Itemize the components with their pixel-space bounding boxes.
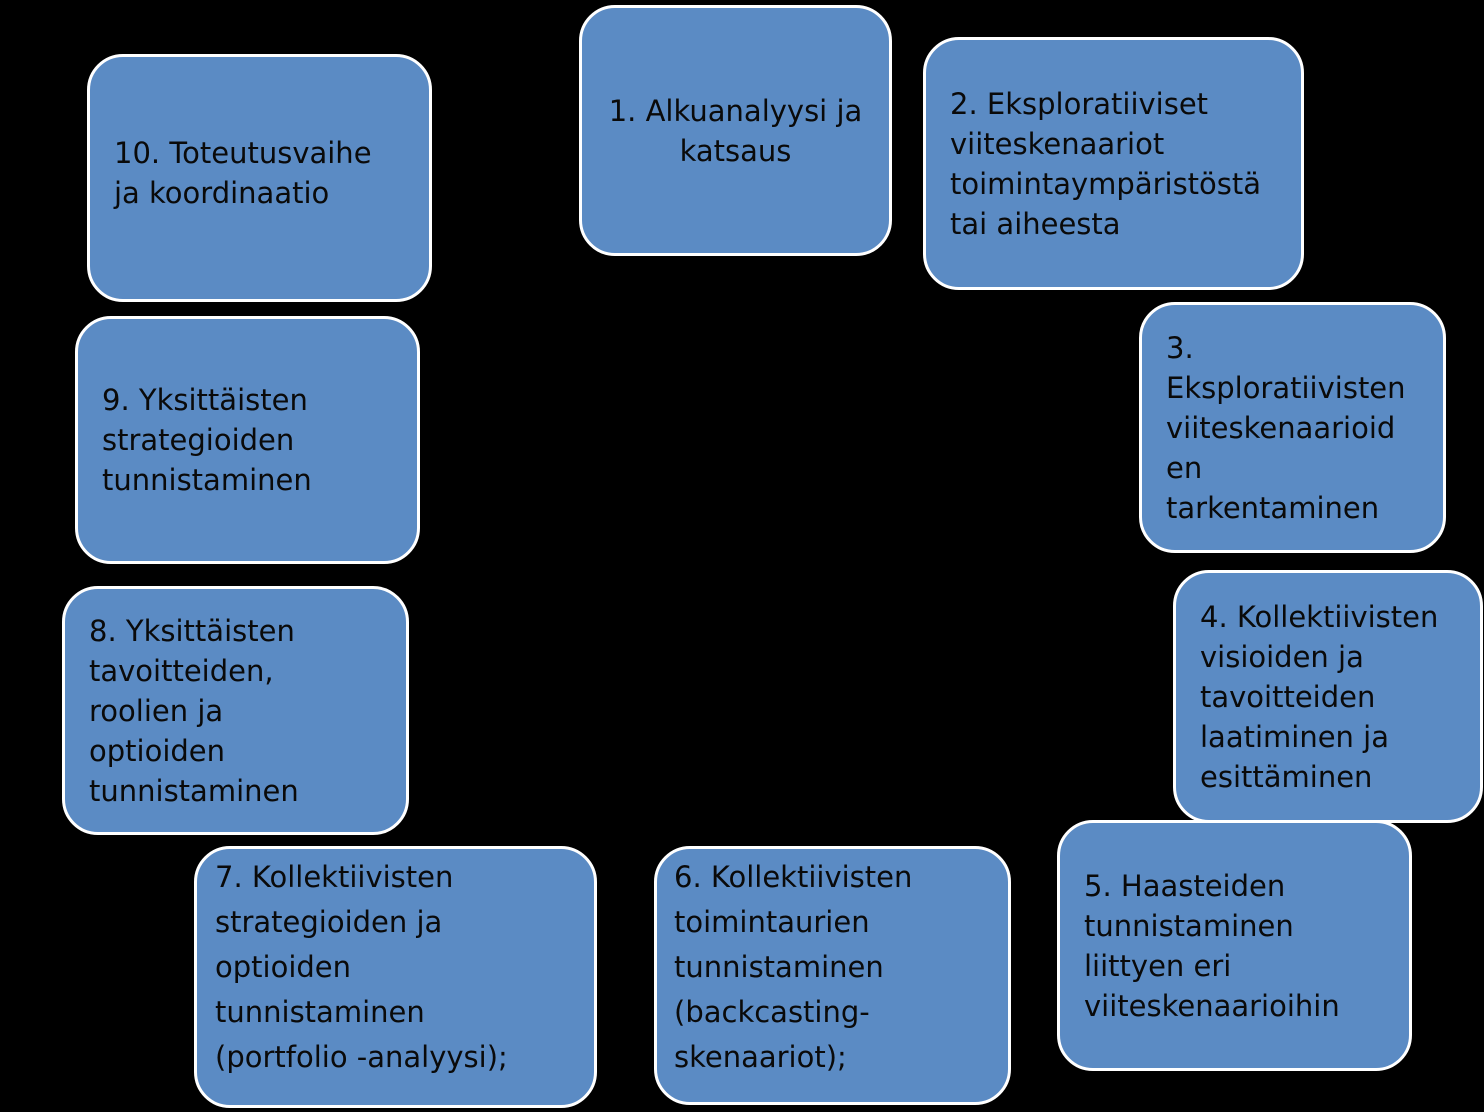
step-10-text: 10. Toteutusvaihe ja koordinaatio — [114, 133, 417, 213]
step-5-line-4: viiteskenaarioihin — [1084, 988, 1340, 1023]
step-5-line-3: liittyen eri — [1084, 948, 1232, 983]
step-8-line-3: roolien ja — [89, 693, 224, 728]
step-1-box: 1. Alkuanalyysi ja katsaus — [579, 5, 892, 256]
step-8-line-5: tunnistaminen — [89, 773, 299, 808]
step-5-line-1: 5. Haasteiden — [1084, 868, 1286, 903]
step-3-line-3: viiteskenaarioid — [1166, 410, 1396, 445]
step-2-line-4: tai aiheesta — [950, 206, 1121, 241]
step-6-line-4: (backcasting- — [674, 995, 870, 1029]
step-8-line-4: optioiden — [89, 733, 226, 768]
step-8-box: 8. Yksittäisten tavoitteiden, roolien ja… — [62, 586, 409, 835]
step-4-line-3: tavoitteiden — [1200, 679, 1376, 714]
step-2-line-2: viiteskenaariot — [950, 126, 1165, 161]
step-4-line-2: visioiden ja — [1200, 639, 1364, 674]
step-5-line-2: tunnistaminen — [1084, 908, 1294, 943]
step-6-line-1: 6. Kollektiivisten — [674, 860, 913, 894]
step-7-line-1: 7. Kollektiivisten — [215, 860, 454, 894]
step-6-box: 6. Kollektiivisten toimintaurien tunnist… — [654, 846, 1011, 1105]
step-3-box: 3. Eksploratiivisten viiteskenaarioid en… — [1139, 302, 1446, 553]
step-3-line-1: 3. — [1166, 330, 1194, 365]
step-7-line-4: tunnistaminen — [215, 995, 425, 1029]
step-9-box: 9. Yksittäisten strategioiden tunnistami… — [75, 316, 420, 564]
step-4-line-5: esittäminen — [1200, 759, 1373, 794]
step-2-line-1: 2. Eksploratiiviset — [950, 86, 1209, 121]
step-1-line-2: katsaus — [679, 133, 792, 168]
step-7-line-3: optioiden — [215, 950, 352, 984]
step-4-box: 4. Kollektiivisten visioiden ja tavoitte… — [1173, 570, 1483, 823]
step-8-line-2: tavoitteiden, — [89, 653, 274, 688]
step-4-line-1: 4. Kollektiivisten — [1200, 599, 1439, 634]
step-6-line-3: tunnistaminen — [674, 950, 884, 984]
step-4-line-4: laatiminen ja — [1200, 719, 1389, 754]
step-9-line-1: 9. Yksittäisten — [102, 383, 308, 417]
step-2-line-3: toimintaympäristöstä — [950, 166, 1262, 201]
step-5-box: 5. Haasteiden tunnistaminen liittyen eri… — [1057, 820, 1412, 1071]
step-7-line-5: (portfolio -analyysi); — [215, 1040, 508, 1074]
step-8-line-1: 8. Yksittäisten — [89, 613, 295, 648]
step-3-line-5: tarkentaminen — [1166, 490, 1380, 525]
step-6-line-5: skenaariot); — [674, 1040, 847, 1074]
step-6-line-2: toimintaurien — [674, 905, 870, 939]
step-3-line-4: en — [1166, 450, 1203, 485]
step-10-line-2: ja koordinaatio — [114, 176, 330, 210]
step-7-line-2: strategioiden ja — [215, 905, 443, 939]
step-2-box: 2. Eksploratiiviset viiteskenaariot toim… — [923, 37, 1304, 290]
step-7-box: 7. Kollektiivisten strategioiden ja opti… — [194, 846, 597, 1108]
step-9-line-3: tunnistaminen — [102, 463, 312, 497]
step-3-line-2: Eksploratiivisten — [1166, 370, 1406, 405]
step-9-line-2: strategioiden — [102, 423, 295, 457]
step-10-line-1: 10. Toteutusvaihe — [114, 136, 372, 170]
step-1-line-1: 1. Alkuanalyysi ja — [608, 93, 863, 128]
step-10-box: 10. Toteutusvaihe ja koordinaatio — [87, 54, 432, 302]
